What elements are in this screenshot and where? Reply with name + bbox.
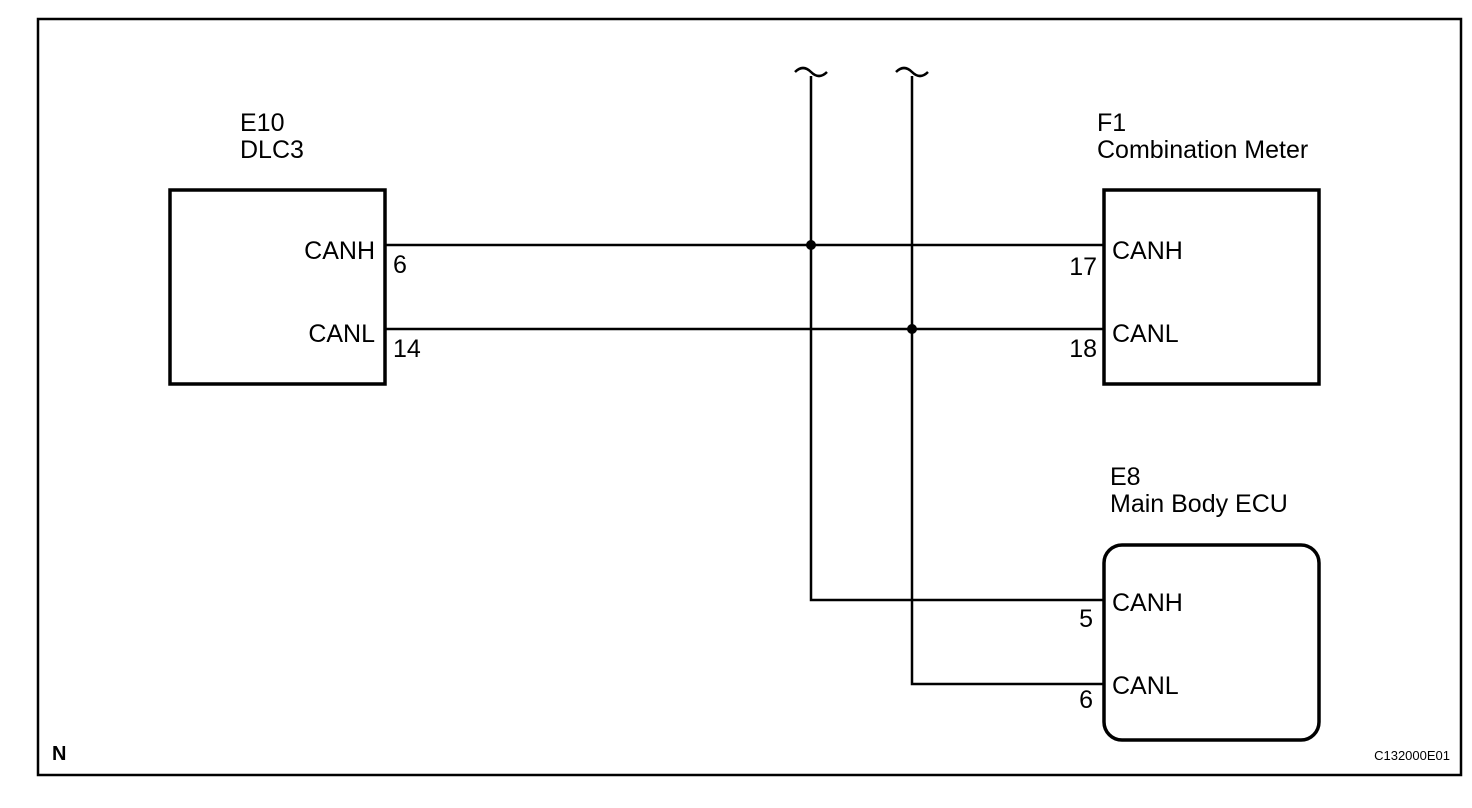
- dlc3-name: DLC3: [240, 136, 304, 164]
- main-body-ecu-canh-label: CANH: [1112, 589, 1183, 617]
- main-body-ecu-canl-pin: 6: [1079, 686, 1093, 714]
- combination-meter-name: Combination Meter: [1097, 136, 1308, 164]
- canl-junction-dot: [907, 324, 917, 334]
- dlc3-box: [168, 188, 387, 386]
- combination-meter-code: F1: [1097, 109, 1126, 137]
- main-body-ecu-code: E8: [1110, 463, 1141, 491]
- main-body-ecu-name: Main Body ECU: [1110, 490, 1288, 518]
- dlc3-canl-pin: 14: [393, 335, 421, 363]
- combination-meter-canl-pin: 18: [1069, 335, 1097, 363]
- combination-meter-canl-label: CANL: [1112, 320, 1179, 348]
- combination-meter-canh-pin: 17: [1069, 253, 1097, 281]
- corner-mark: N: [52, 743, 66, 765]
- canh-branch-wire: [809, 76, 1104, 602]
- canh-junction-dot: [806, 240, 816, 250]
- dlc3-canh-pin: 6: [393, 251, 407, 279]
- main-body-ecu-box: [1102, 543, 1321, 742]
- canl-continuation-mark: [895, 66, 929, 78]
- main-body-ecu-canl-label: CANL: [1112, 672, 1179, 700]
- diagram-frame: [36, 17, 1463, 777]
- combination-meter-connector: F1 Combination Meter CANH CANL 17 18: [1069, 109, 1321, 386]
- dlc3-canh-label: CANH: [304, 237, 375, 265]
- can-wiring: [385, 66, 1104, 686]
- canh-continuation-mark: [794, 66, 828, 78]
- canl-branch-wire: [910, 76, 1104, 686]
- combination-meter-canh-label: CANH: [1112, 237, 1183, 265]
- main-body-ecu-connector: E8 Main Body ECU CANH CANL 5 6: [1079, 463, 1321, 742]
- combination-meter-box: [1102, 188, 1321, 386]
- figure-id: C132000E01: [1374, 748, 1450, 763]
- main-body-ecu-canh-pin: 5: [1079, 605, 1093, 633]
- dlc3-code: E10: [240, 109, 284, 137]
- dlc3-canl-label: CANL: [308, 320, 375, 348]
- dlc3-connector: E10 DLC3 CANH CANL 6 14: [168, 109, 421, 386]
